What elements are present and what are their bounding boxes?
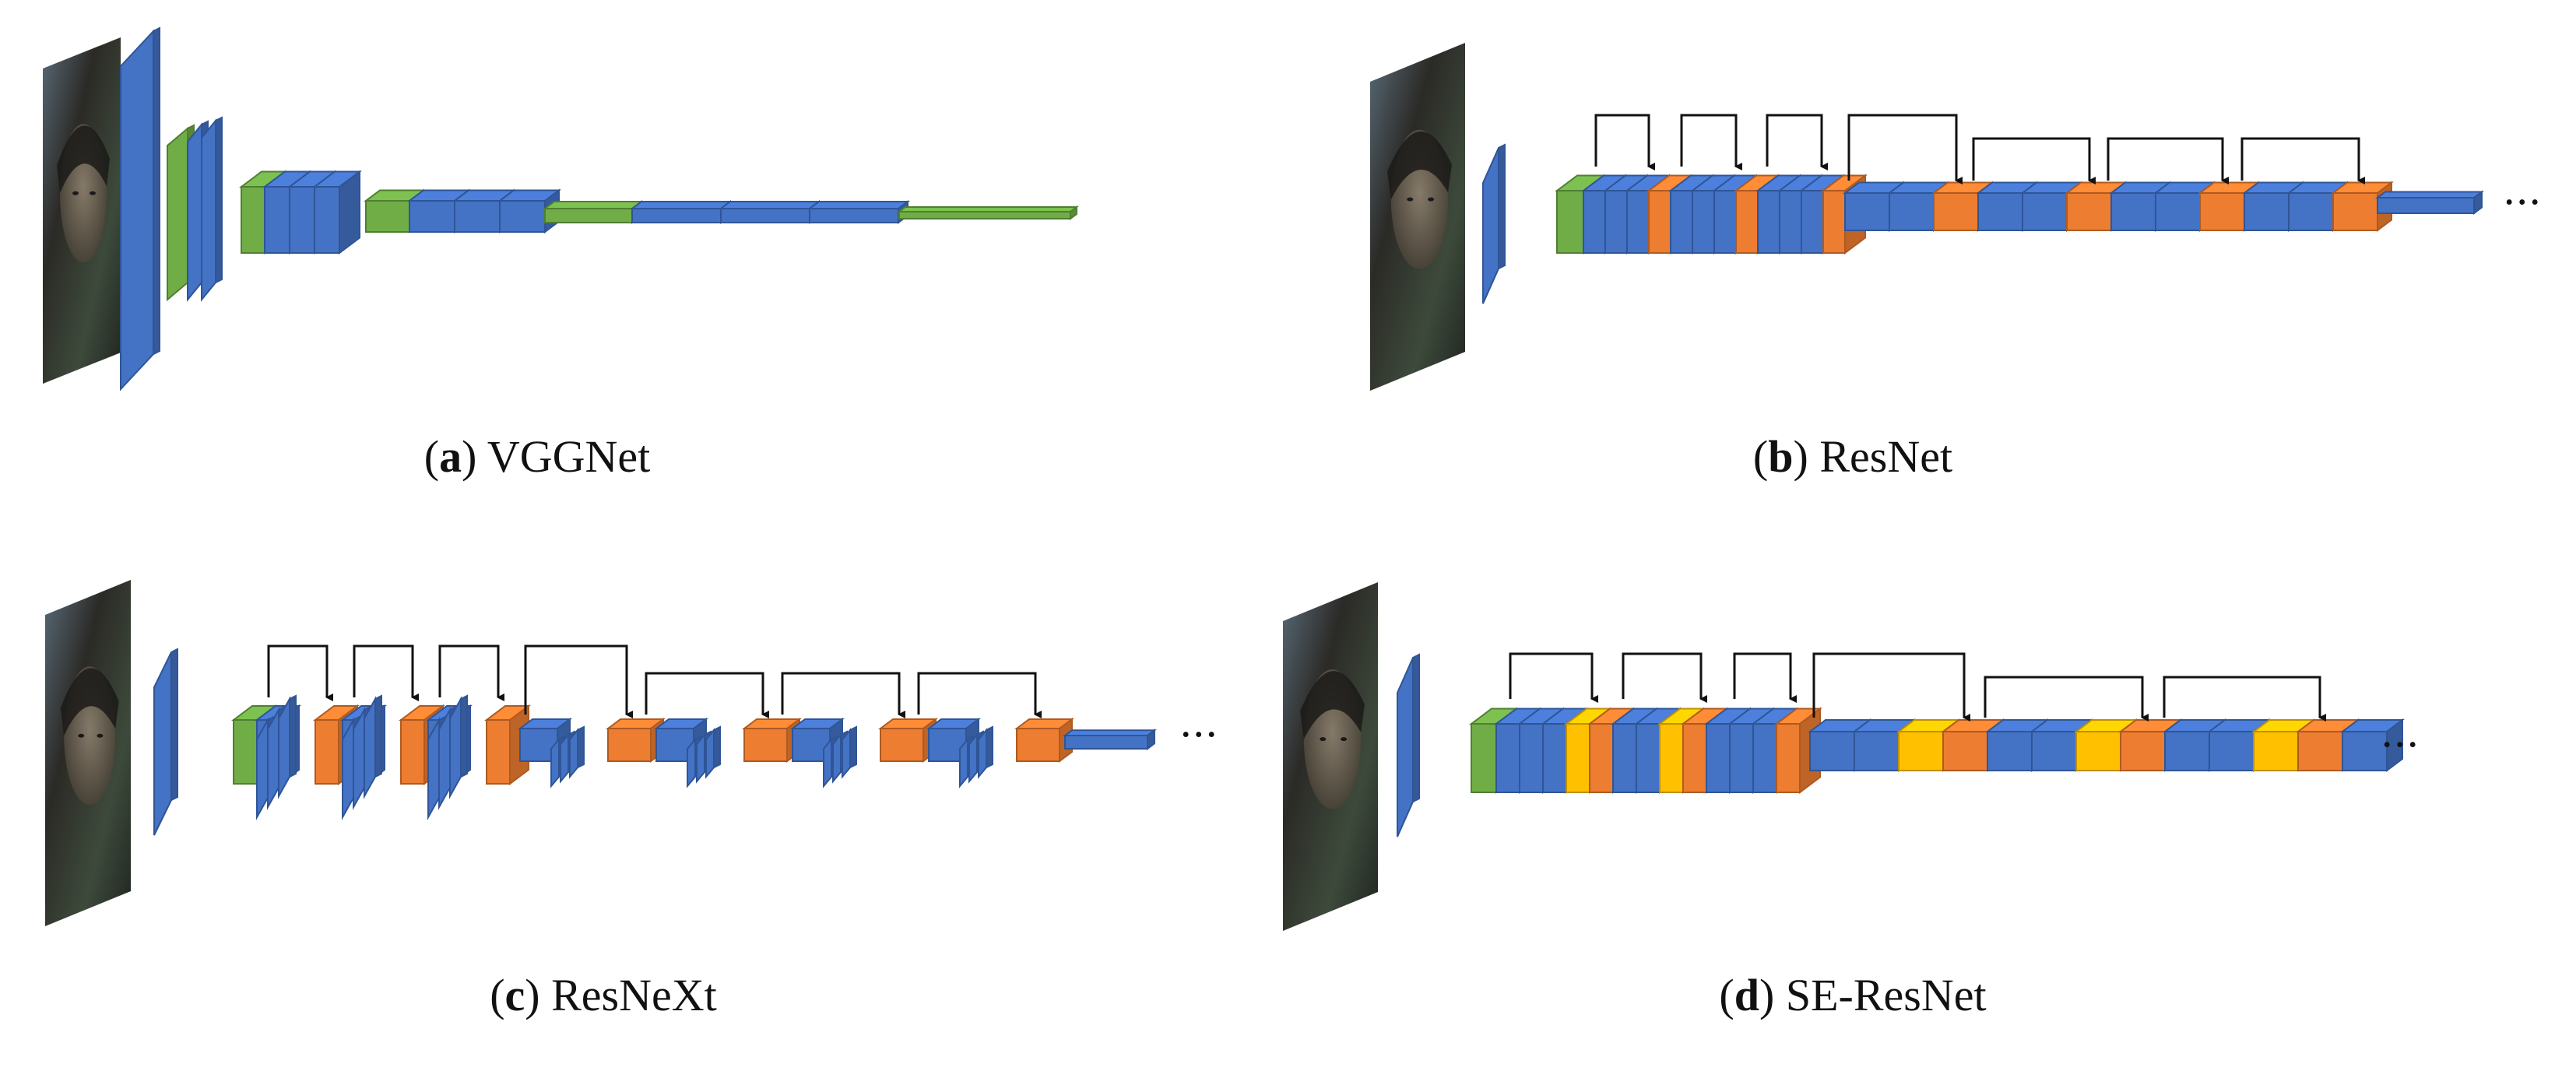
seresnet-skip-3: [1733, 652, 1797, 703]
resnet-skip-1: [1594, 114, 1655, 170]
caption-d-letter: d: [1734, 970, 1759, 1020]
vgg-conv-4-1: [719, 200, 821, 224]
caption-a: (a) VGGNet: [423, 431, 651, 482]
resnext-s1-grp2-g2: [449, 694, 468, 799]
ellipsis-icon-c: ···: [1179, 712, 1218, 759]
resnet-skip-5: [1972, 137, 2096, 184]
resnet-skip-3: [1766, 114, 1828, 170]
resnext-s2-grp-2-c: [842, 725, 857, 779]
seresnet-skip-4: [1812, 652, 1970, 722]
caption-d: (d) SE-ResNet: [1719, 970, 1987, 1020]
resnext-s2-res-1: [742, 718, 802, 763]
face-photo-c: [45, 580, 131, 926]
resnet-skip-7: [2240, 137, 2365, 184]
caption-b-label: ResNet: [1819, 431, 1953, 482]
resnet-input-plate: [1482, 143, 1506, 304]
seresnet-skip-6: [2163, 676, 2326, 722]
ellipsis-icon-b: ···: [2503, 180, 2542, 226]
resnet-skip-6: [2107, 137, 2229, 184]
seresnet-input-plate: [1397, 653, 1420, 837]
resnet-skip-2: [1680, 114, 1742, 170]
caption-b-letter: b: [1768, 431, 1794, 482]
seresnet-skip-5: [1984, 676, 2149, 722]
caption-c-letter: c: [504, 970, 525, 1020]
caption-c: (c) ResNeXt: [490, 970, 717, 1020]
caption-a-label: VGGNet: [487, 431, 651, 482]
vgg-conv-2-2: [312, 170, 362, 255]
resnet-skip-4: [1847, 114, 1963, 184]
face-photo-d: [1283, 582, 1378, 931]
resnext-skip-4: [524, 644, 633, 718]
resnet-tail: [2375, 190, 2484, 215]
resnext-skip-3: [438, 644, 504, 701]
vgg-pool-5: [897, 205, 1079, 220]
ellipsis-icon-d: ···: [2381, 722, 2420, 769]
vgg-conv-1b: [201, 116, 223, 302]
resnext-s1-grp0-g2: [278, 694, 297, 799]
face-photo-b: [1370, 43, 1465, 391]
seresnet-skip-1: [1509, 652, 1598, 703]
resnext-s2-res-3: [1014, 718, 1074, 763]
resnext-s2-res-2: [878, 718, 938, 763]
resnext-skip-2: [353, 644, 419, 701]
resnext-s2-grp-1-c: [705, 725, 721, 779]
seresnet-stage2-block-12: [2340, 718, 2405, 772]
caption-c-label: ResNeXt: [551, 970, 717, 1020]
resnext-input-plate: [153, 648, 178, 836]
resnext-s2-grp-3-c: [978, 725, 993, 779]
vgg-conv-3-2: [497, 188, 561, 234]
resnext-skip-6: [781, 672, 905, 718]
vgg-conv-4-0: [630, 200, 733, 224]
caption-d-label: SE-ResNet: [1785, 970, 1987, 1020]
caption-b: (b) ResNet: [1752, 431, 1953, 482]
vgg-input-plate: [120, 26, 160, 392]
resnext-s1-grp1-g2: [364, 694, 382, 799]
resnext-skip-5: [645, 672, 769, 718]
seresnet-skip-2: [1622, 652, 1707, 703]
vgg-conv-4-2: [807, 200, 910, 224]
vgg-pool-4: [543, 200, 644, 224]
face-photo-a: [43, 37, 121, 384]
resnext-skip-7: [917, 672, 1042, 718]
resnext-tail: [1063, 729, 1157, 750]
resnext-skip-1: [267, 644, 333, 701]
caption-a-letter: a: [439, 431, 462, 482]
resnext-s2-res-0: [606, 718, 666, 763]
resnext-s2-grp-0-c: [569, 725, 585, 779]
